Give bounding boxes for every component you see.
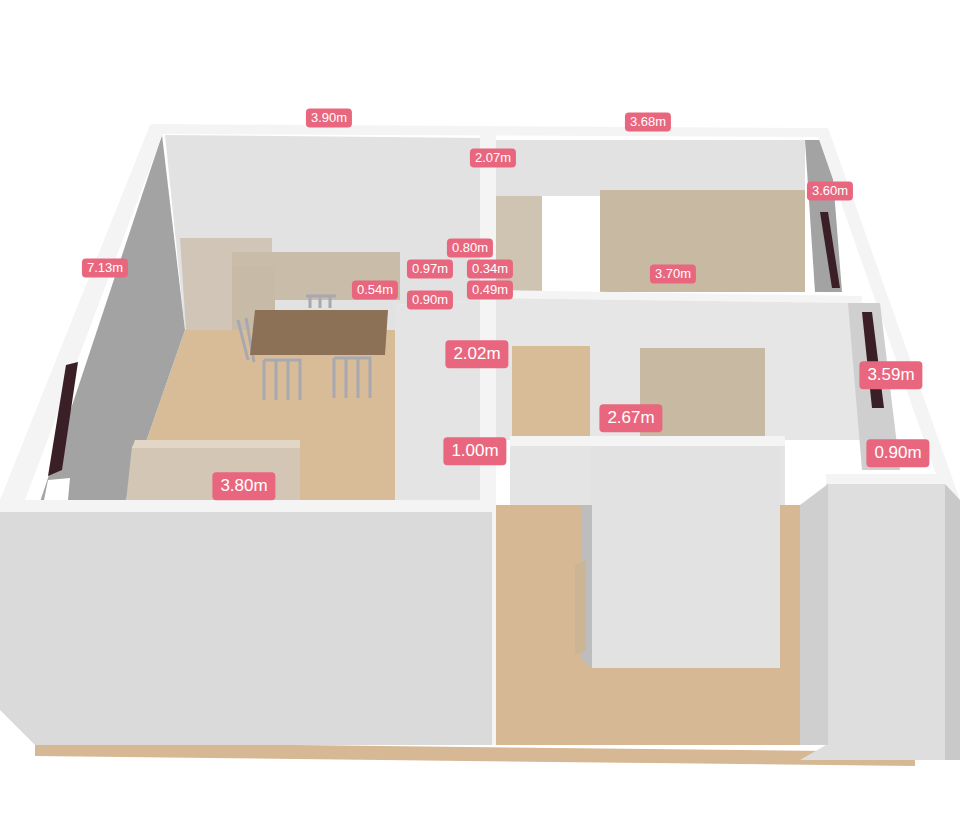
- doorway: [542, 196, 600, 292]
- side-wall: [945, 484, 960, 760]
- window: [48, 362, 78, 476]
- dimension-label: 3.80m: [212, 472, 275, 500]
- front-wall: [0, 512, 492, 745]
- wall-top: [0, 500, 492, 512]
- partition-wall: [395, 300, 485, 502]
- dimension-label: 0.34m: [467, 260, 513, 279]
- dimension-label: 7.13m: [82, 259, 128, 278]
- dimension-label: 3.90m: [306, 109, 352, 128]
- floor-slab: [35, 742, 915, 766]
- dimension-label: 3.60m: [807, 182, 853, 201]
- window: [44, 478, 70, 500]
- window: [862, 312, 884, 408]
- sideboard-top: [132, 440, 300, 448]
- back-wall: [496, 140, 805, 292]
- dimension-label: 2.02m: [445, 340, 508, 368]
- dimension-label: 2.07m: [470, 149, 516, 168]
- dimension-label: 0.97m: [407, 260, 453, 279]
- interior-wall: [496, 298, 862, 440]
- dimension-label: 0.49m: [467, 281, 513, 300]
- side-wall: [800, 484, 828, 745]
- dining-table: [250, 310, 388, 355]
- front-wall: [800, 484, 945, 760]
- dimension-label: 0.90m: [866, 439, 929, 467]
- door: [575, 560, 586, 655]
- dimension-label: 0.90m: [407, 291, 453, 310]
- wall-top: [510, 436, 785, 446]
- back-wall: [165, 135, 485, 330]
- dimension-label: 1.00m: [443, 437, 506, 465]
- dimension-label: 3.59m: [859, 361, 922, 389]
- sideboard: [126, 446, 300, 502]
- window: [820, 212, 840, 288]
- dimension-label: 0.80m: [447, 239, 493, 258]
- wardrobe: [600, 190, 805, 292]
- dimension-label: 3.68m: [625, 113, 671, 132]
- dimension-label: 2.67m: [599, 404, 662, 432]
- wall-top: [826, 474, 945, 484]
- floor: [512, 346, 590, 436]
- inner-block: [590, 446, 780, 668]
- dimension-label: 3.70m: [650, 265, 696, 284]
- dimension-label: 0.54m: [352, 281, 398, 300]
